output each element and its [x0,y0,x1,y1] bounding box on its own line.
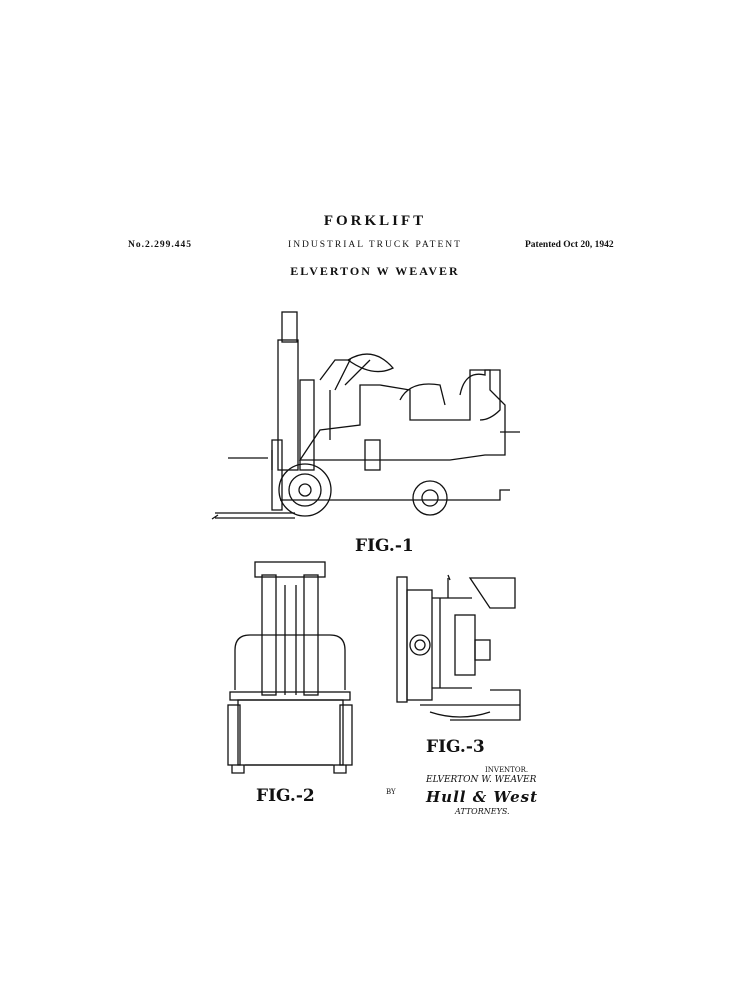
fig3-label: FIG.-3 [426,737,485,757]
patent-number: No.2.299.445 [128,240,192,250]
fig2-label: FIG.-2 [256,786,315,806]
inventor-label: INVENTOR. [485,766,529,774]
inventor-name: ELVERTON W WEAVER [290,264,460,278]
poster-title: FORKLIFT [323,213,427,229]
fig1-label: FIG.-1 [355,536,414,556]
fig3-section-view [396,574,521,721]
patent-subtitle: INDUSTRIAL TRUCK PATENT [288,240,462,250]
patent-date: Patented Oct 20, 1942 [525,240,614,250]
attorney-signature: Hull & West [426,788,539,806]
by-label: BY [386,788,396,796]
attorneys-label: ATTORNEYS. [455,807,510,816]
signature-inventor-name: ELVERTON W. WEAVER [426,775,537,785]
fig2-forklift-front-view [227,561,353,774]
fig1-forklift-side-view [211,311,520,520]
